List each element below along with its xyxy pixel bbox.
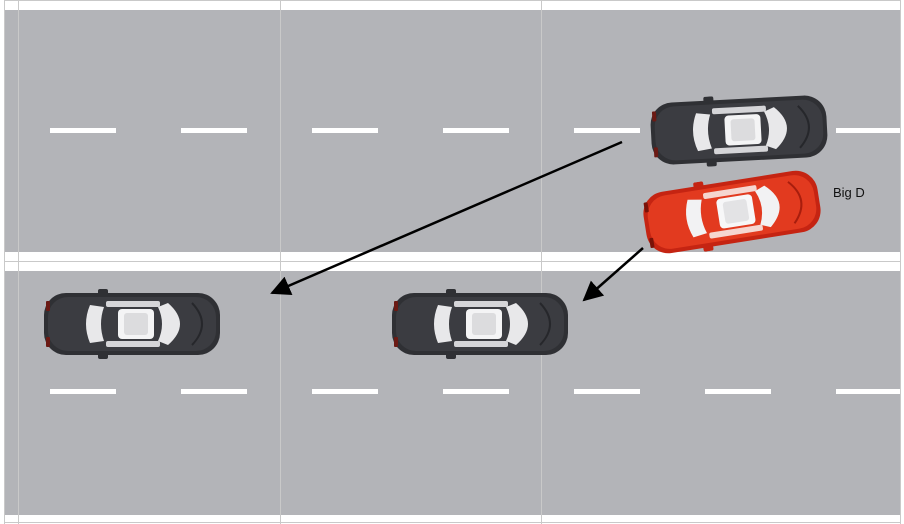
arrow-to-left-car bbox=[270, 140, 623, 296]
dark-car-lower-middle bbox=[391, 289, 569, 359]
dark-car-lower-left bbox=[43, 289, 221, 359]
car-label-big-d: Big D bbox=[833, 185, 865, 200]
grid-lines bbox=[4, 0, 901, 524]
arrow-to-middle-car bbox=[582, 247, 644, 302]
lane-markings-upper bbox=[50, 128, 900, 133]
lane-markings-lower bbox=[50, 389, 900, 394]
dark-car-upper-lane bbox=[648, 90, 830, 170]
